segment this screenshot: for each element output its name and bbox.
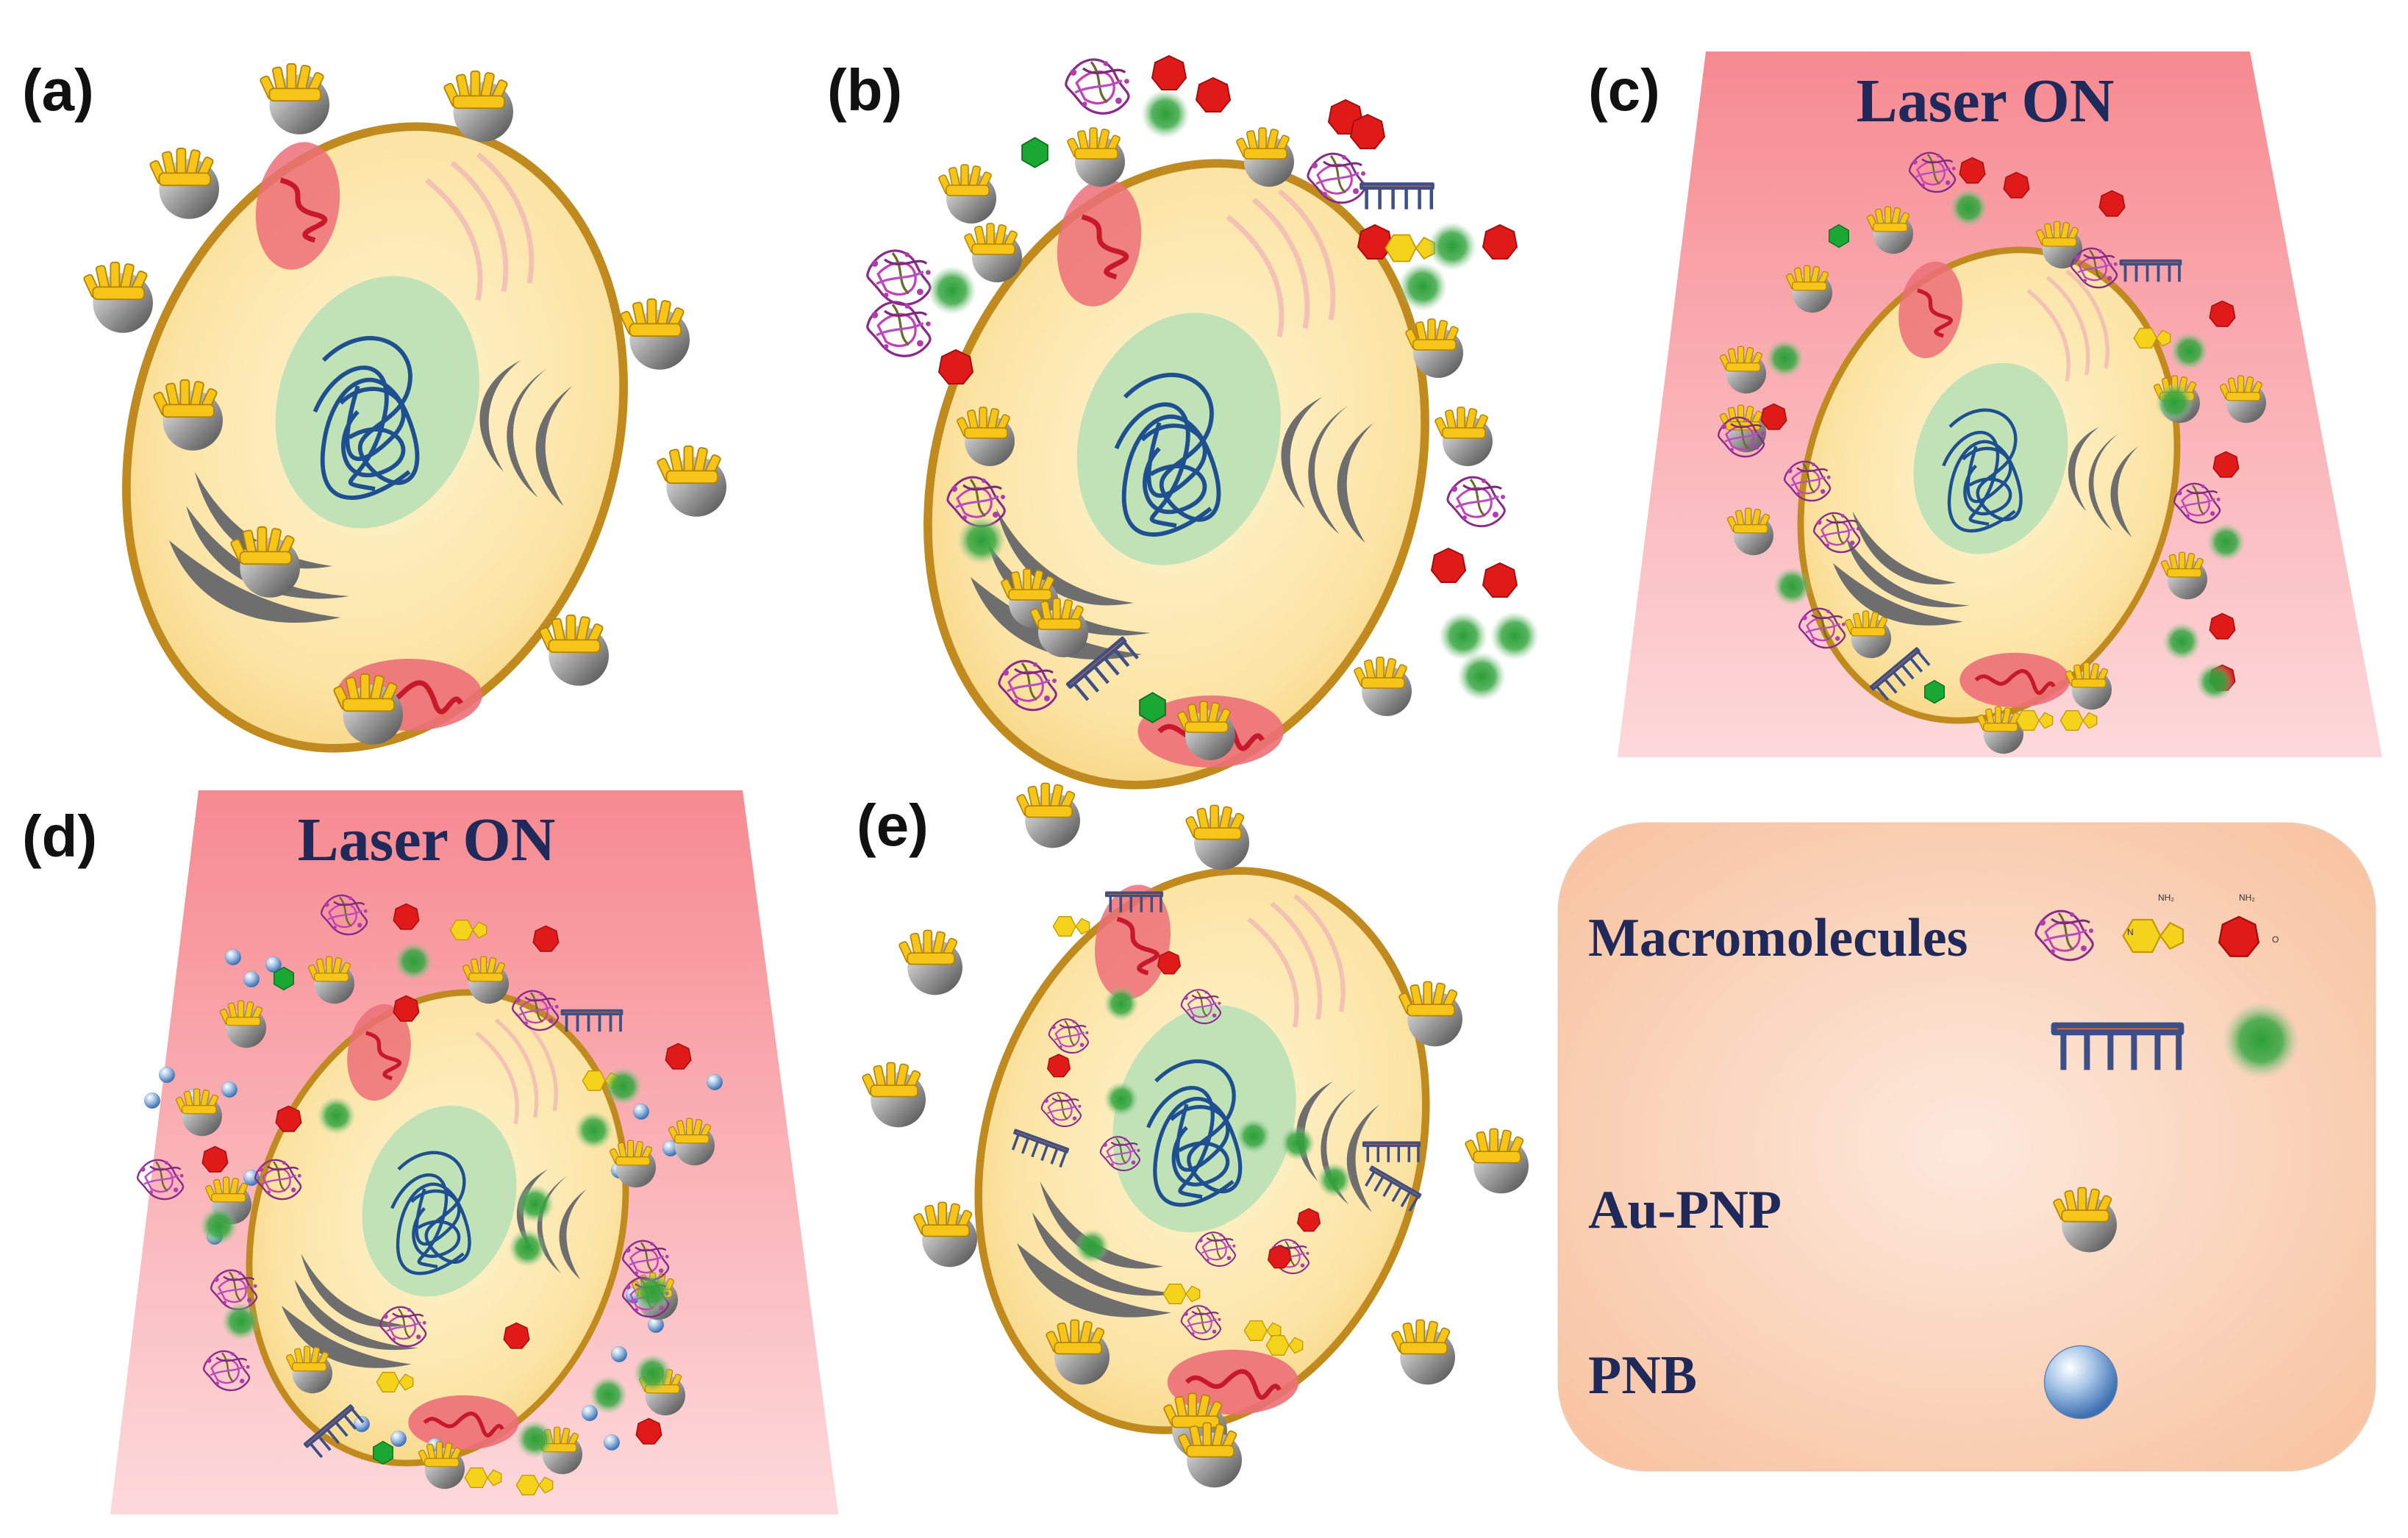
legend-glyph-n: N <box>2127 927 2134 937</box>
laser-on-banner-c: Laser ON <box>1857 67 2115 135</box>
panel-c: (c) Laser ON <box>1588 51 2382 770</box>
panel-label-c: (c) <box>1588 57 1660 123</box>
panel-label-b: (b) <box>827 57 902 123</box>
panel-b: (b) <box>827 55 1540 851</box>
legend-glyph-o: O <box>2272 934 2279 945</box>
panel-label-a: (a) <box>22 57 94 123</box>
legend-box: Macromolecules NH₂ N NH₂ O Au-PNP PNB <box>1557 822 2376 1472</box>
panel-label-d: (d) <box>22 804 97 869</box>
pnb-icon <box>2043 1345 2118 1420</box>
legend-glyph-nh2-2: NH₂ <box>2239 893 2255 903</box>
legend-glyph-nh2: NH₂ <box>2158 893 2174 903</box>
legend-label-aupnp: Au-PNP <box>1588 1180 1782 1240</box>
legend-label-macromolecules: Macromolecules <box>1588 908 1968 968</box>
laser-on-banner-d: Laser ON <box>298 806 556 874</box>
panel-d: (d) Laser ON <box>22 790 838 1514</box>
red-molecule-icon <box>2218 915 2259 957</box>
legend-macromolecule-icons: NH₂ N NH₂ O <box>2034 893 2300 1079</box>
legend-label-pnb: PNB <box>1588 1345 1697 1406</box>
panel-e: (e) <box>857 782 1529 1489</box>
cell-b <box>850 99 1503 851</box>
panel-label-e: (e) <box>857 793 929 858</box>
panel-a: (a) <box>22 57 727 813</box>
green-particle-icon <box>2222 1001 2300 1079</box>
